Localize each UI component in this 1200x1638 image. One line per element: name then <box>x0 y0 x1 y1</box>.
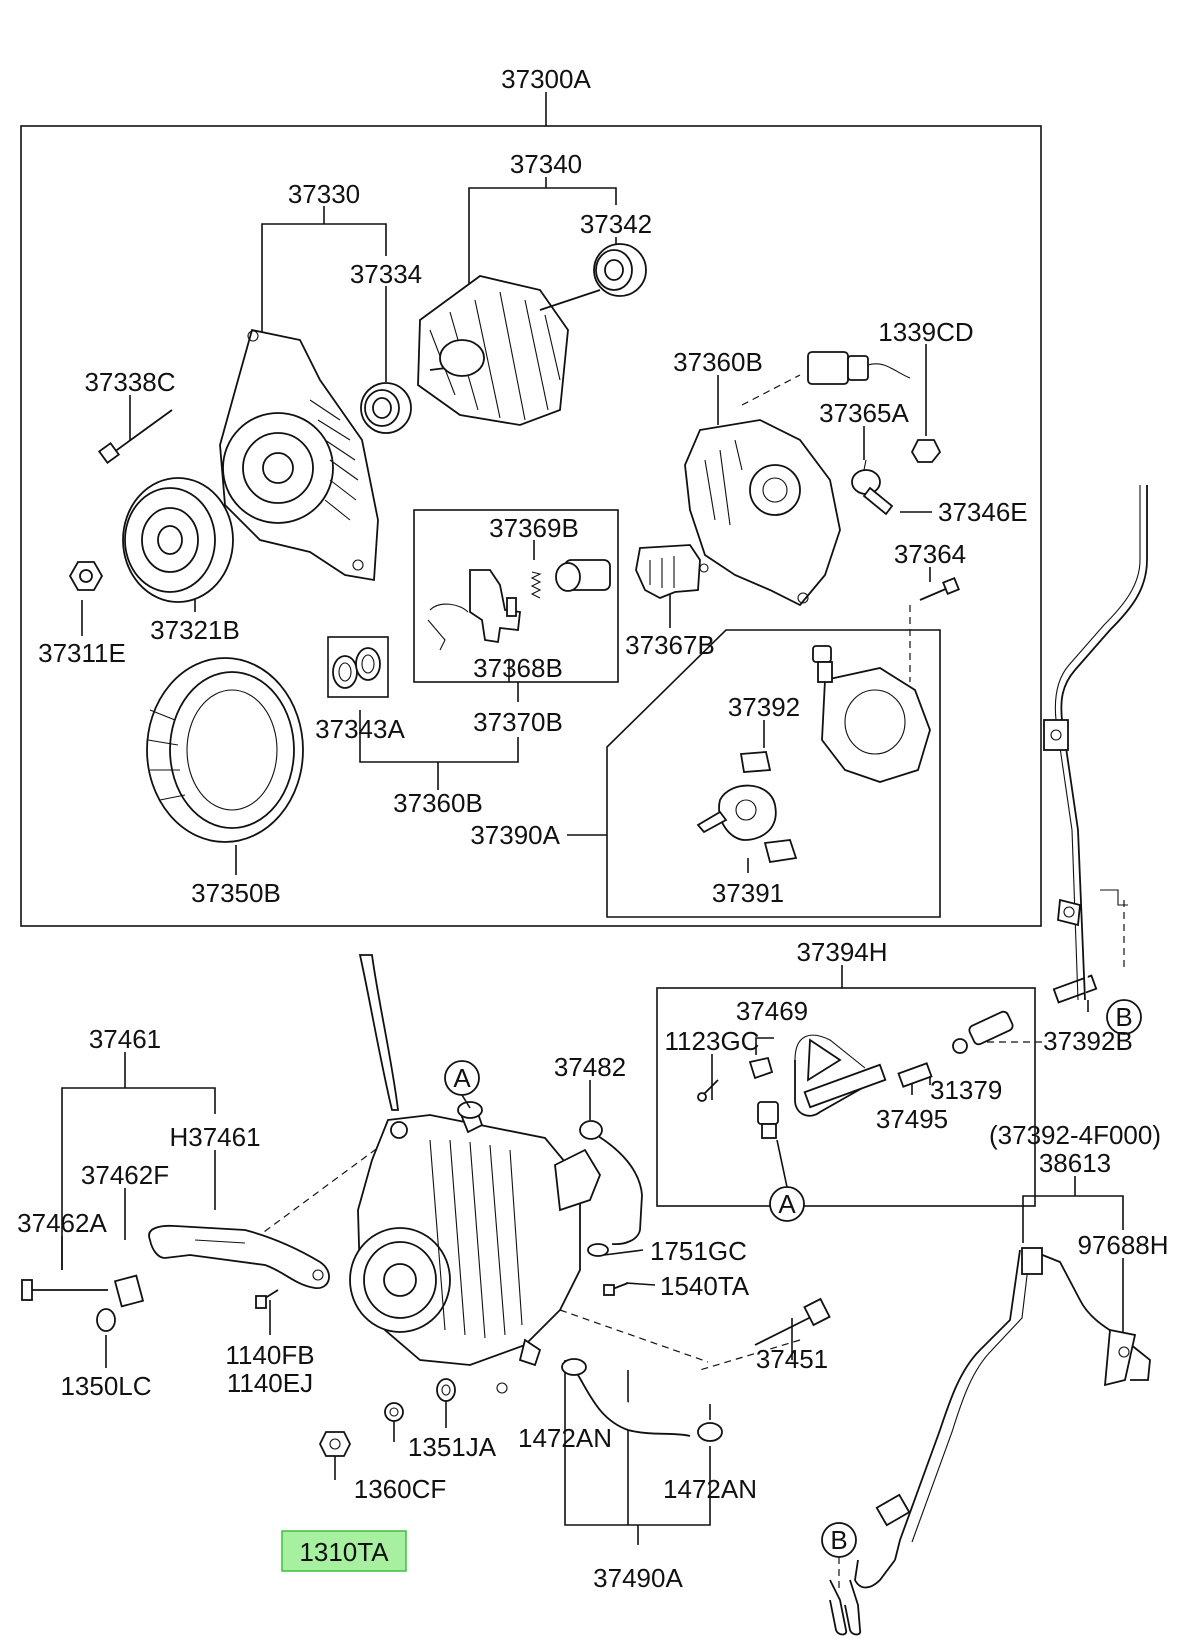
bearings-37343a <box>332 647 381 689</box>
pulley-37321b <box>122 477 234 603</box>
part-highlight <box>281 1530 407 1572</box>
alternator-assembly <box>349 954 602 1394</box>
part-label-37368b[interactable]: 37368B <box>473 653 563 683</box>
nut-37311e <box>68 561 104 591</box>
rotor-37340 <box>417 275 601 426</box>
part-label-1140fb[interactable]: 1140FB <box>225 1340 314 1370</box>
part-label-1310ta[interactable]: 1310TA <box>299 1537 389 1567</box>
part-label-1351ja[interactable]: 1351JA <box>408 1432 497 1462</box>
part-label-38613[interactable]: 38613 <box>1039 1148 1111 1178</box>
part-label-37392b[interactable]: 37392B <box>1043 1026 1133 1056</box>
part-label-37490a[interactable]: 37490A <box>593 1563 683 1593</box>
marker-b-text: B <box>1115 1002 1132 1032</box>
vacuum-pump-box <box>606 629 941 918</box>
part-label-1472an-left[interactable]: 1472AN <box>518 1423 612 1453</box>
part-label-37365a[interactable]: 37365A <box>819 398 909 428</box>
part-label-1360cf[interactable]: 1360CF <box>354 1474 447 1504</box>
marker-b-text: B <box>830 1525 847 1555</box>
pipe-37392b <box>1043 485 1148 1001</box>
part-label-37330[interactable]: 37330 <box>288 179 360 209</box>
alternator-assembly-box <box>20 125 1042 927</box>
marker-a-2-lead <box>776 1139 788 1188</box>
part-label-37469[interactable]: 37469 <box>736 996 808 1026</box>
stator-37350b <box>146 657 304 843</box>
connector-1339cd <box>807 351 942 463</box>
bearing-37334 <box>360 382 412 434</box>
part-label-1140ej[interactable]: 1140EJ <box>227 1368 313 1398</box>
bolt-37451 <box>754 1297 831 1346</box>
part-label-37364[interactable]: 37364 <box>894 539 966 569</box>
vacuum-pump-parts <box>696 645 931 864</box>
part-label-37334[interactable]: 37334 <box>350 259 422 289</box>
screw-37364 <box>919 577 960 601</box>
part-label-37342[interactable]: 37342 <box>580 209 652 239</box>
wire-37482 <box>579 1120 643 1257</box>
part-label-1472an-right[interactable]: 1472AN <box>663 1474 757 1504</box>
brush-holder-37369b <box>427 559 611 651</box>
part-label-37300a[interactable]: 37300A <box>501 64 591 94</box>
part-label-37462f[interactable]: 37462F <box>81 1160 169 1190</box>
part-label-37311e[interactable]: 37311E <box>38 638 126 668</box>
part-label-h37461[interactable]: H37461 <box>169 1122 260 1152</box>
part-label-37390a[interactable]: 37390A <box>470 820 560 850</box>
marker-b-1: B <box>1106 999 1142 1035</box>
part-label-37391[interactable]: 37391 <box>712 878 784 908</box>
bearing-37342 <box>593 243 647 297</box>
part-label-37370b[interactable]: 37370B <box>473 707 563 737</box>
part-label-37367b[interactable]: 37367B <box>625 630 715 660</box>
marker-a-1-lead <box>461 1094 471 1109</box>
part-label-1123gc[interactable]: 1123GC <box>665 1026 760 1056</box>
part-label-37350b[interactable]: 37350B <box>191 878 281 908</box>
part-label-37360b-top[interactable]: 37360B <box>673 347 763 377</box>
hose-37490a <box>561 1358 723 1442</box>
part-label-37340[interactable]: 37340 <box>510 149 582 179</box>
part-label-37462a[interactable]: 37462A <box>17 1208 107 1238</box>
marker-b-2: B <box>821 1522 857 1558</box>
bolt-1540ta <box>603 1282 629 1296</box>
part-label-37321b[interactable]: 37321B <box>150 615 240 645</box>
part-label-37343a[interactable]: 37343A <box>315 714 405 744</box>
vacuum-hose-box <box>656 987 1036 1207</box>
part-label-37495[interactable]: 37495 <box>876 1104 948 1134</box>
part-label-37482[interactable]: 37482 <box>554 1052 626 1082</box>
part-label-37346e[interactable]: 37346E <box>938 497 1028 527</box>
part-labels: 37300A 37340 37330 37342 37334 1339CD 37… <box>17 64 1168 1593</box>
part-label-1540ta[interactable]: 1540TA <box>660 1271 750 1301</box>
washers-nuts <box>318 1378 456 1457</box>
part-label-37338c[interactable]: 37338C <box>84 367 175 397</box>
bracket-37461 <box>21 1224 330 1332</box>
part-label-37451[interactable]: 37451 <box>756 1344 828 1374</box>
rear-housing-37360b <box>684 419 841 607</box>
marker-a-2: A <box>769 1186 805 1222</box>
bearing-box <box>327 636 389 698</box>
part-label-37369b[interactable]: 37369B <box>489 513 579 543</box>
sensor-37365a <box>851 459 894 516</box>
marker-a-1: A <box>444 1060 480 1096</box>
part-label-1339cd[interactable]: 1339CD <box>878 317 973 347</box>
part-label-37360b-bottom[interactable]: 37360B <box>393 788 483 818</box>
brush-holder-box <box>413 509 619 683</box>
part-label-31379[interactable]: 31379 <box>930 1075 1002 1105</box>
marker-a-text: A <box>778 1189 796 1219</box>
part-label-37461[interactable]: 37461 <box>89 1024 161 1054</box>
marker-a-text: A <box>453 1063 471 1093</box>
part-label-37392-4f000[interactable]: (37392-4F000) <box>989 1120 1161 1150</box>
part-label-37392[interactable]: 37392 <box>728 692 800 722</box>
part-label-97688h[interactable]: 97688H <box>1077 1230 1168 1260</box>
part-label-37394h[interactable]: 37394H <box>796 937 887 967</box>
part-label-1350lc[interactable]: 1350LC <box>60 1371 151 1401</box>
regulator-37367b <box>635 544 709 599</box>
pipe-38613 <box>829 1247 1151 1636</box>
part-label-1751gc[interactable]: 1751GC <box>650 1236 747 1266</box>
front-housing-37330 <box>219 328 379 582</box>
leader-lines <box>61 92 1124 1545</box>
bolt-37338c <box>97 409 173 465</box>
